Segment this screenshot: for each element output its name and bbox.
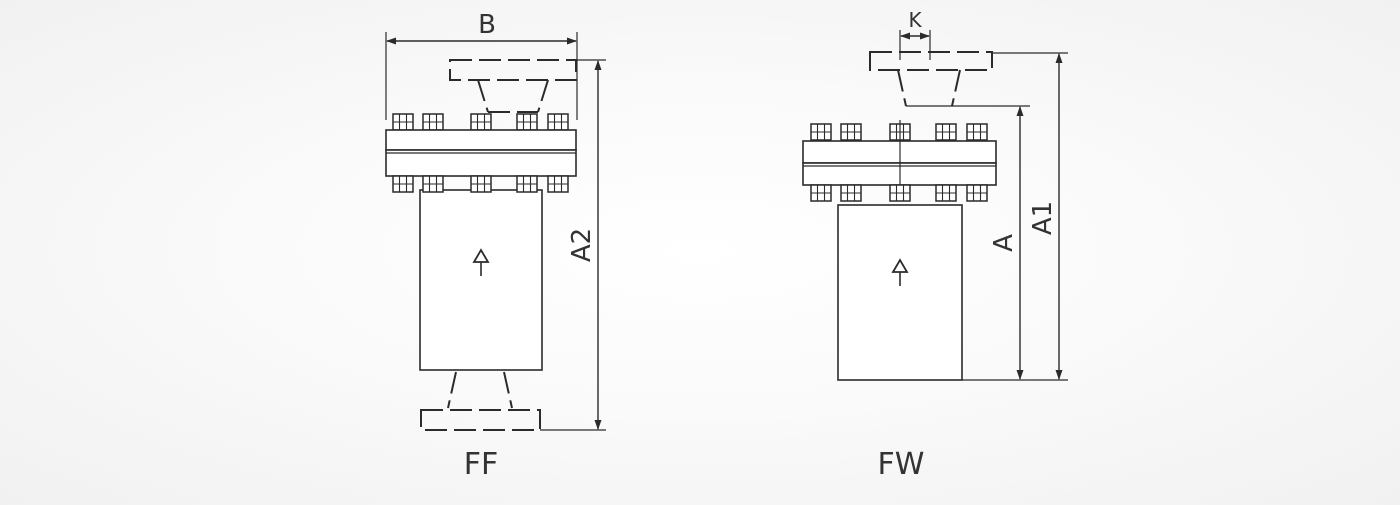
fw-dim-k-label: K: [908, 8, 922, 32]
ff-top-dashed-flange: [449, 59, 577, 113]
fw-dim-a-label: A: [989, 234, 1019, 252]
ff-upper-bolts: [392, 113, 569, 131]
ff-bottom-dashed-flange: [420, 371, 541, 431]
fw-flow-arrow-icon: [891, 258, 909, 286]
ff-main-flange: [385, 129, 577, 177]
fw-dimension-a: A: [906, 105, 1068, 381]
ff-dim-b-label: B: [478, 10, 496, 40]
fw-top-dashed-flange: [869, 51, 993, 107]
fw-caption: FW: [878, 447, 925, 482]
fw-dimension-k: K: [899, 8, 931, 60]
ff-dimension-b: B: [385, 10, 578, 120]
fw-upper-bolts: [810, 123, 988, 141]
ff-caption: FF: [464, 447, 499, 482]
fw-view: K A A1 FW: [802, 8, 1068, 482]
fw-dim-a1-label: A1: [1028, 201, 1058, 235]
ff-body: [419, 189, 543, 371]
ff-dim-a2-label: A2: [567, 228, 597, 262]
ff-flow-arrow-icon: [472, 248, 490, 276]
fw-body: [837, 204, 963, 381]
ff-dimension-a2: A2: [540, 59, 606, 431]
fw-dimension-a1: A1: [992, 52, 1068, 380]
fw-lower-bolts: [810, 184, 988, 202]
ff-view: B A2 FF: [385, 10, 606, 482]
